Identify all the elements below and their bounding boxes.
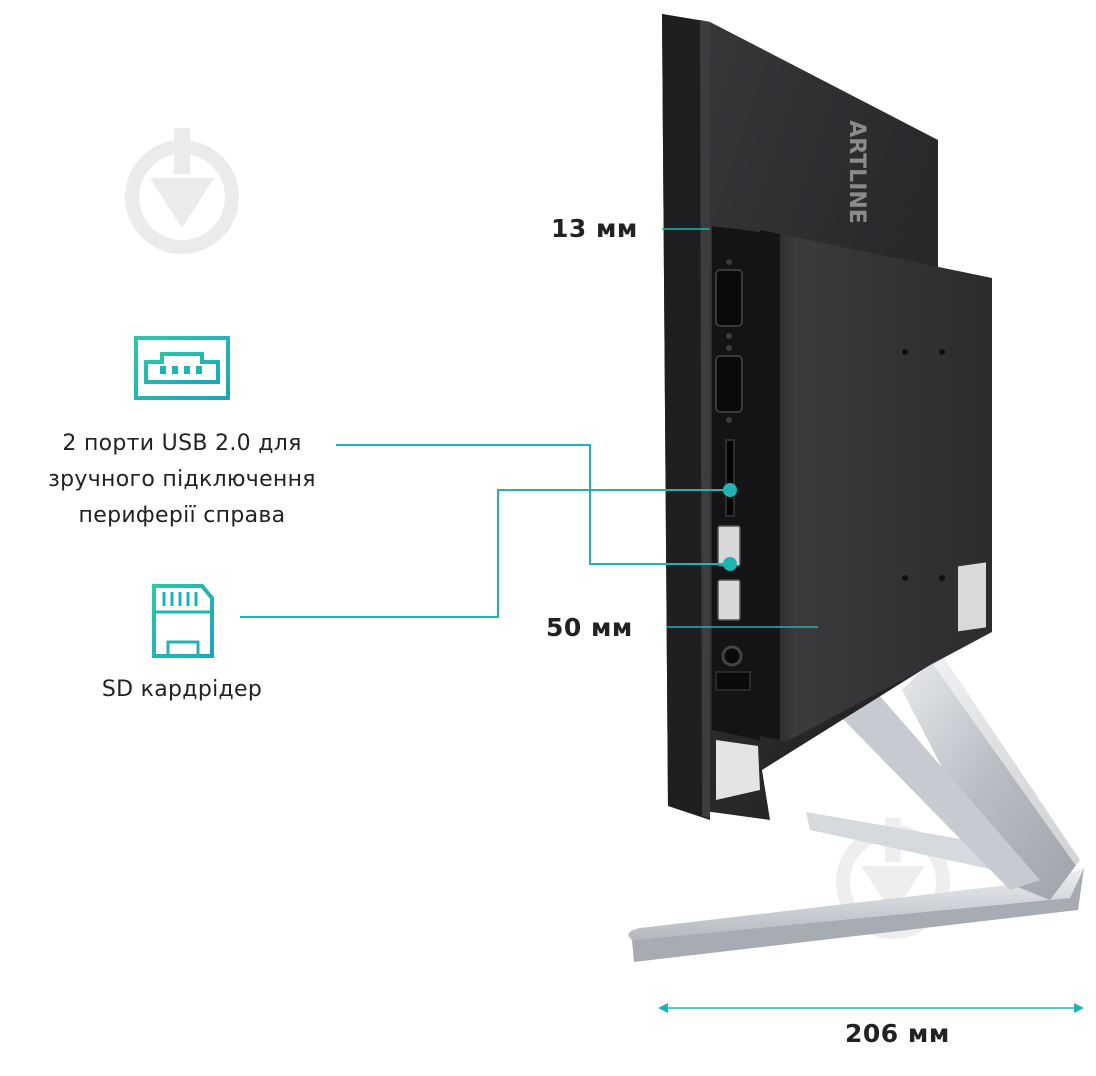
usb-port-icon bbox=[134, 336, 230, 400]
port-panel bbox=[712, 226, 760, 800]
stand bbox=[628, 650, 1084, 962]
usb-caption-line-1: 2 порти USB 2.0 для bbox=[62, 431, 302, 456]
callout-lines bbox=[240, 444, 730, 618]
watermark-logo-top bbox=[125, 128, 239, 254]
sd-caption: SD кардрідер bbox=[101, 677, 263, 702]
bezel-thickness-label: 13 мм bbox=[551, 214, 638, 243]
stand-depth-label: 206 мм bbox=[845, 1019, 950, 1048]
back-module bbox=[760, 230, 992, 742]
usb-caption-line-3: периферії справа bbox=[78, 503, 286, 528]
usb-port-2 bbox=[717, 579, 741, 621]
usb-caption-line-2: зручного підключення bbox=[48, 467, 316, 492]
sd-callout-dot bbox=[723, 483, 737, 497]
dimension-lines bbox=[658, 228, 1084, 1013]
sd-slot bbox=[725, 439, 735, 517]
brand-logo: ARTLINE bbox=[844, 120, 869, 224]
module-depth-label: 50 мм bbox=[546, 613, 633, 642]
sd-card-icon bbox=[152, 584, 214, 658]
usb-caption: 2 порти USB 2.0 для зручного підключення… bbox=[16, 426, 348, 534]
usb-callout-dot bbox=[723, 557, 737, 571]
audio-jack bbox=[721, 645, 743, 667]
